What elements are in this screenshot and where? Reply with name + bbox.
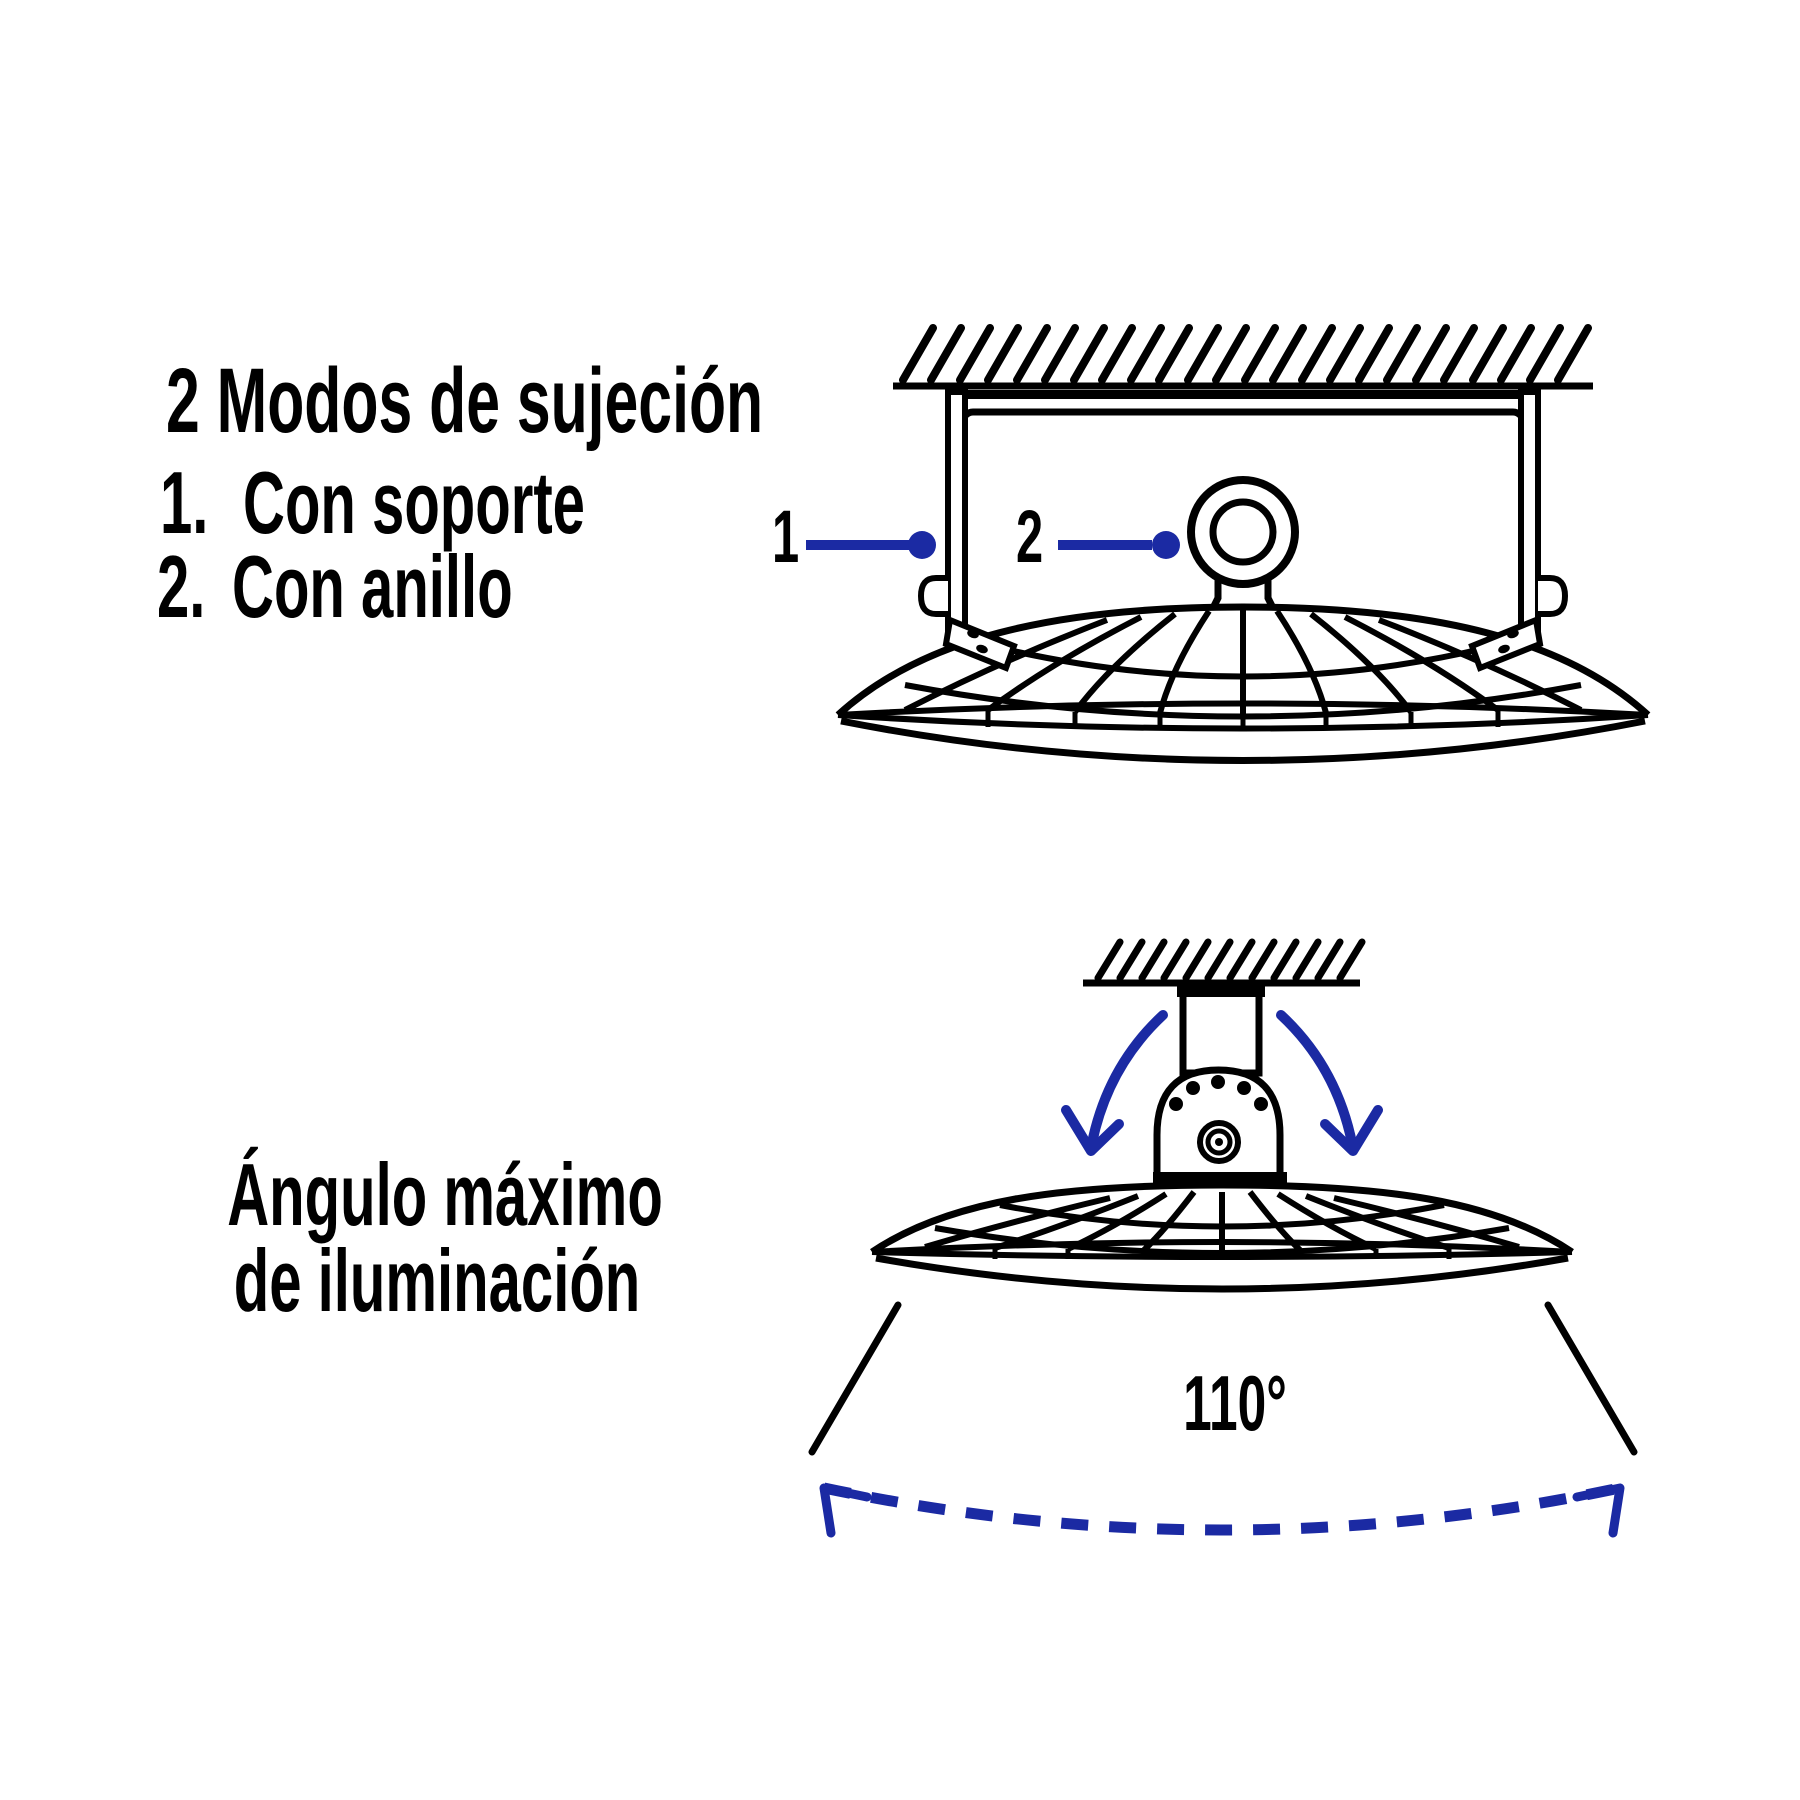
dome-band-top — [837, 700, 1649, 718]
ceiling-hatch-top — [899, 324, 1592, 384]
ceiling-hatch-bottom — [1094, 938, 1366, 982]
bracket-arm-right — [1518, 389, 1541, 635]
dome-band-bottom-b — [875, 1254, 1569, 1293]
ring-inner — [1209, 498, 1277, 566]
bracket-foot-screws — [967, 629, 1519, 654]
callout-2: 2 — [1016, 496, 1180, 579]
hanging-ring-icon — [1187, 476, 1299, 616]
dome-band-ticks — [985, 710, 1501, 728]
bracket-top-bar — [948, 390, 1538, 399]
tilt-arrow-left — [1086, 1010, 1168, 1153]
tilt-arrow-left-head — [1061, 1105, 1124, 1156]
heatsink-dome-bottom — [870, 1181, 1574, 1293]
angle-arc-arrowhead-right — [1572, 1483, 1625, 1538]
tilt-arrows — [1061, 1010, 1383, 1156]
angle-arc-arrowhead-left — [819, 1483, 872, 1538]
dome-silhouette — [835, 603, 1651, 718]
angle-caption-line1: Ángulo máximo — [227, 1146, 663, 1244]
bottom-diagram-angle: 110° — [808, 938, 1638, 1538]
stem-top-plate — [1177, 984, 1265, 997]
mounting-item-1-number: 1. — [160, 454, 208, 552]
pivot-head — [1153, 1066, 1287, 1186]
mounting-item-2-label: Con anillo — [232, 538, 513, 636]
mounting-item-1-label: Con soporte — [243, 454, 585, 552]
angle-value-label: 110° — [1183, 1360, 1287, 1447]
mounting-text-block: 2 Modos de sujeción 1. Con soporte 2. Co… — [157, 348, 763, 636]
mounting-heading: 2 Modos de sujeción — [166, 348, 763, 452]
bracket-foot-right — [1468, 615, 1544, 672]
tilt-arrow-right — [1276, 1010, 1358, 1153]
angle-arc — [822, 1482, 1622, 1536]
bracket-knob-right — [1538, 575, 1569, 617]
light-cone-line-left — [808, 1301, 902, 1456]
mounting-item-2-number: 2. — [157, 538, 205, 636]
bracket-foot-left — [942, 615, 1018, 672]
callout-2-number: 2 — [1016, 496, 1043, 579]
angle-text-block: Ángulo máximo de iluminación — [227, 1146, 663, 1330]
heatsink-dome-top — [835, 603, 1651, 764]
top-diagram-bracket-mounting: 1 2 — [772, 324, 1651, 764]
callout-1-dot — [908, 531, 936, 559]
angle-caption-line2: de iluminación — [234, 1232, 641, 1330]
mounting-stem — [1179, 989, 1263, 1077]
light-cone-line-right — [1544, 1301, 1638, 1456]
tilt-arrow-right-head — [1320, 1105, 1383, 1156]
dome-band-ticks-b — [992, 1248, 1452, 1259]
pivot-bolt-center — [1215, 1138, 1223, 1146]
dome-band-top-b — [871, 1239, 1573, 1255]
bracket-knob-left — [917, 575, 948, 617]
pivot-head-dots — [1169, 1075, 1268, 1111]
bracket-arm-left — [945, 389, 968, 635]
dome-band-bottom — [840, 717, 1646, 764]
callout-1-number: 1 — [772, 496, 799, 579]
mounting-bracket — [917, 389, 1569, 672]
dome-band-mid — [837, 712, 1649, 732]
callout-1: 1 — [772, 496, 936, 579]
callout-2-dot — [1152, 531, 1180, 559]
pivot-head-base-bar — [1153, 1172, 1287, 1183]
angle-arc-group — [819, 1482, 1625, 1538]
